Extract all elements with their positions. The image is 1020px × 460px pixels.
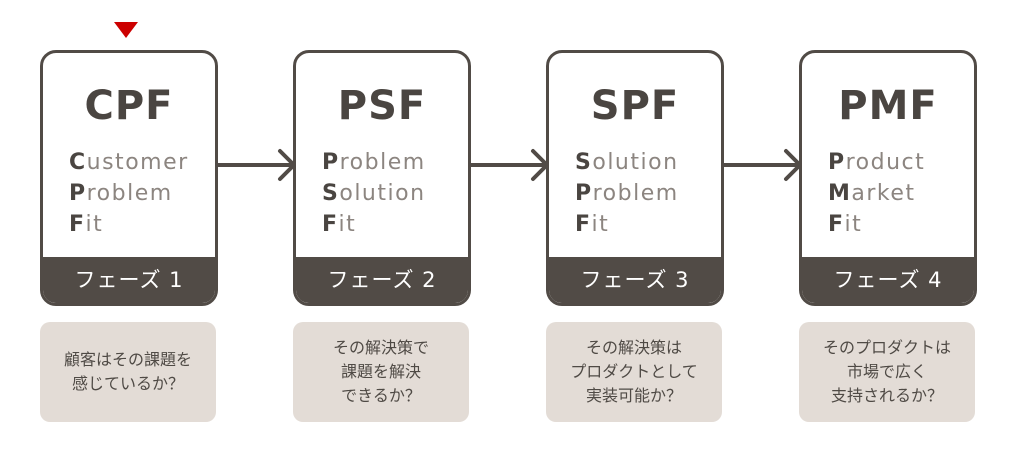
arrow-right-icon xyxy=(724,149,802,181)
phase-label: フェーズ 4 xyxy=(802,257,974,303)
phase-word: Fit xyxy=(322,212,357,237)
phase-word: Fit xyxy=(69,212,104,237)
phase-word: Problem xyxy=(575,181,679,206)
phase-question: そのプロダクトは 市場で広く 支持されるか？ xyxy=(799,322,975,422)
phase-label: フェーズ 1 xyxy=(43,257,215,303)
phase-word: Solution xyxy=(575,150,679,175)
arrow-right-icon xyxy=(218,149,296,181)
phase-word: Customer xyxy=(69,150,189,175)
phase-word: Fit xyxy=(828,212,863,237)
phase-abbreviation: SPF xyxy=(590,83,680,129)
phase-abbreviation: CPF xyxy=(84,83,174,129)
arrow-right-icon xyxy=(471,149,549,181)
phase-word: Fit xyxy=(575,212,610,237)
phase-word: Solution xyxy=(322,181,426,206)
phase-question: その解決策で 課題を解決 できるか？ xyxy=(293,322,469,422)
current-phase-marker-icon xyxy=(114,22,138,38)
phase-question: その解決策は プロダクトとして 実装可能か？ xyxy=(546,322,722,422)
phase-question: 顧客はその課題を 感じているか？ xyxy=(40,322,216,422)
phase-abbreviation: PSF xyxy=(337,83,427,129)
phase-word: Problem xyxy=(322,150,426,175)
phase-word: Market xyxy=(828,181,916,206)
phase-word: Problem xyxy=(69,181,173,206)
phase-abbreviation: PMF xyxy=(838,83,938,129)
phase-label: フェーズ 3 xyxy=(549,257,721,303)
phase-label: フェーズ 2 xyxy=(296,257,468,303)
phase-word: Product xyxy=(828,150,926,175)
